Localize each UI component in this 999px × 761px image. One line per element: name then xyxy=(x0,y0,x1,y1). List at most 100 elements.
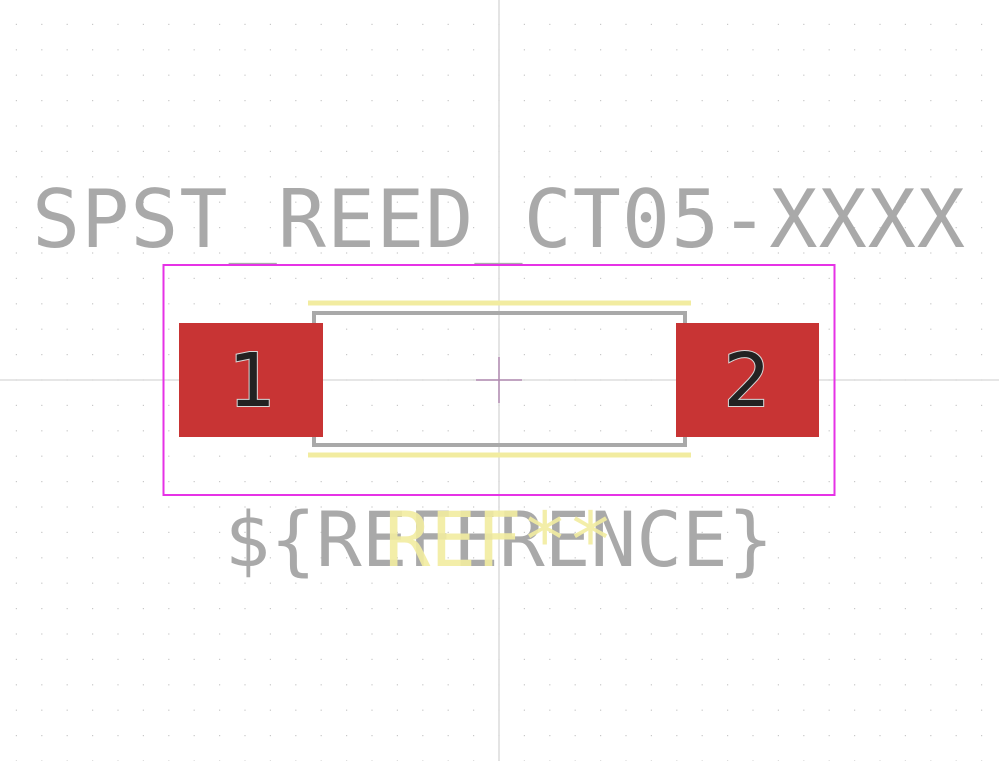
grid-dot xyxy=(930,658,932,660)
grid-dot xyxy=(549,49,551,51)
grid-dot xyxy=(930,582,932,584)
grid-dot xyxy=(574,227,576,229)
grid-dot xyxy=(828,23,830,25)
grid-dot xyxy=(193,201,195,203)
grid-dot xyxy=(625,430,627,432)
reference-field-text[interactable]: ${REFERENCE} xyxy=(224,495,773,584)
grid-dot xyxy=(396,506,398,508)
grid-dot xyxy=(219,74,221,76)
grid-dot xyxy=(66,74,68,76)
grid-dot xyxy=(904,150,906,152)
grid-dot xyxy=(625,125,627,127)
grid-dot xyxy=(117,23,119,25)
grid-dot xyxy=(142,557,144,559)
reference-designator-silk[interactable]: REF** xyxy=(385,495,614,584)
grid-dot xyxy=(600,582,602,584)
courtyard-outline[interactable] xyxy=(162,264,836,496)
grid-dot xyxy=(66,658,68,660)
grid-dot xyxy=(92,201,94,203)
grid-dot xyxy=(879,531,881,533)
grid-dot xyxy=(473,684,475,686)
grid-dot xyxy=(549,506,551,508)
grid-dot xyxy=(879,735,881,737)
grid-dot xyxy=(727,658,729,660)
grid-dot xyxy=(320,227,322,229)
grid-dot xyxy=(15,608,17,610)
grid-dot xyxy=(295,277,297,279)
grid-dot xyxy=(422,709,424,711)
grid-dot xyxy=(371,430,373,432)
grid-dot xyxy=(981,455,983,457)
grid-dot xyxy=(600,506,602,508)
grid-dot xyxy=(904,23,906,25)
grid-dot xyxy=(549,608,551,610)
grid-dot xyxy=(219,735,221,737)
grid-dot xyxy=(981,49,983,51)
grid-dot xyxy=(625,658,627,660)
grid-dot xyxy=(854,74,856,76)
grid-dot xyxy=(625,404,627,406)
pad-2[interactable]: 2 xyxy=(676,323,819,437)
grid-dot xyxy=(752,49,754,51)
grid-dot xyxy=(346,481,348,483)
grid-dot xyxy=(574,176,576,178)
grid-dot xyxy=(66,481,68,483)
grid-dot xyxy=(777,125,779,127)
grid-dot xyxy=(752,100,754,102)
grid-dot xyxy=(295,252,297,254)
grid-dot xyxy=(904,277,906,279)
grid-dot xyxy=(777,227,779,229)
grid-dot xyxy=(879,49,881,51)
grid-dot xyxy=(295,100,297,102)
grid-dot xyxy=(168,709,170,711)
grid-dot xyxy=(523,176,525,178)
grid-dot xyxy=(803,735,805,737)
pad-1[interactable]: 1 xyxy=(179,323,323,437)
grid-dot xyxy=(371,608,373,610)
grid-dot xyxy=(981,354,983,356)
grid-dot xyxy=(523,277,525,279)
grid-dot xyxy=(574,531,576,533)
grid-dot xyxy=(523,328,525,330)
grid-dot xyxy=(600,404,602,406)
grid-dot xyxy=(396,125,398,127)
grid-dot xyxy=(422,735,424,737)
grid-dot xyxy=(828,658,830,660)
grid-dot xyxy=(879,633,881,635)
grid-dot xyxy=(41,176,43,178)
grid-dot xyxy=(650,557,652,559)
grid-dot xyxy=(625,252,627,254)
grid-dot xyxy=(676,557,678,559)
grid-dot xyxy=(625,74,627,76)
grid-dot xyxy=(803,531,805,533)
grid-dot xyxy=(828,100,830,102)
grid-dot xyxy=(41,709,43,711)
grid-dot xyxy=(15,150,17,152)
grid-dot xyxy=(727,201,729,203)
grid-dot xyxy=(879,455,881,457)
pad-1-copper[interactable] xyxy=(179,323,323,437)
grid-dot xyxy=(66,684,68,686)
grid-dot xyxy=(66,176,68,178)
grid-dot xyxy=(92,100,94,102)
grid-dot xyxy=(142,49,144,51)
grid-dot xyxy=(549,201,551,203)
grid-dot xyxy=(955,252,957,254)
grid-dot xyxy=(422,49,424,51)
grid-dot xyxy=(346,404,348,406)
value-field-text[interactable]: SPST_REED_CT05-XXXX xyxy=(32,173,966,266)
pad-2-copper[interactable] xyxy=(676,323,819,437)
grid-dot xyxy=(904,100,906,102)
grid-dot xyxy=(219,23,221,25)
grid-dot xyxy=(193,658,195,660)
grid-dot xyxy=(371,201,373,203)
grid-dot xyxy=(676,23,678,25)
grid-dot xyxy=(320,100,322,102)
grid-dot xyxy=(117,227,119,229)
grid-dot xyxy=(15,252,17,254)
grid-dot xyxy=(930,506,932,508)
grid-dot xyxy=(41,303,43,305)
grid-dot xyxy=(930,125,932,127)
grid-dot xyxy=(854,608,856,610)
